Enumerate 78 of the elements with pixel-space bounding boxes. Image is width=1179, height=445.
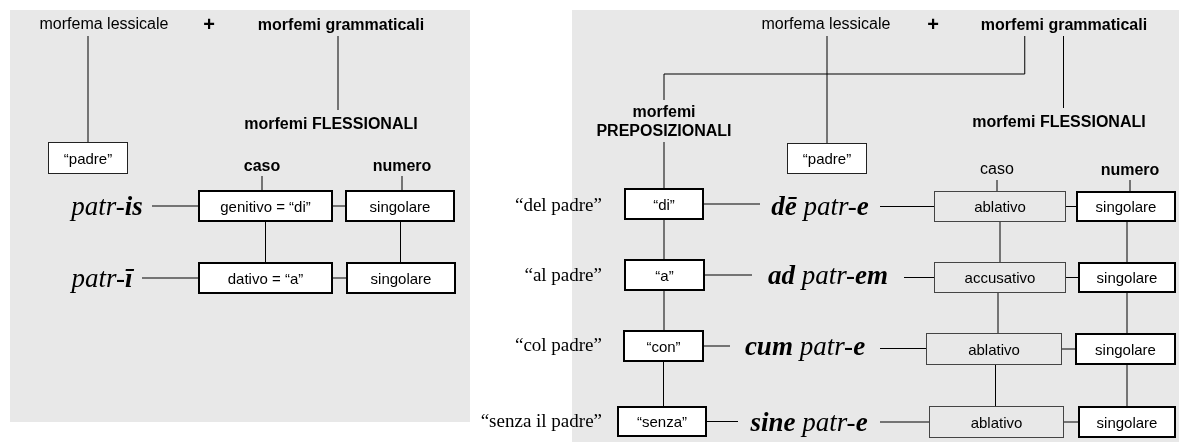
meaning-box: genitivo = “di” (198, 190, 333, 222)
connector-line (332, 205, 346, 207)
connector-line (1063, 421, 1079, 423)
translation-text: “al padre” (523, 263, 602, 287)
plus-sign: + (926, 11, 940, 37)
connector-line (663, 35, 1026, 101)
connector-line (261, 175, 263, 191)
connector-line (663, 141, 665, 189)
connector-line (999, 221, 1001, 263)
connector-line (1129, 179, 1131, 192)
translation-text: “senza il padre” (479, 409, 602, 433)
connector-line (332, 277, 347, 279)
plus-sign: + (202, 11, 216, 37)
connector-line (265, 221, 266, 263)
connector-line (1126, 292, 1128, 334)
connector-line (997, 292, 999, 334)
connector-line (401, 175, 403, 191)
connector-line (1061, 348, 1076, 350)
meaning-box: “senza” (617, 406, 707, 437)
case-box: ablativo (929, 406, 1064, 438)
connector-line (1065, 277, 1079, 278)
morpheme-label: morfemi PREPOSIZIONALI (578, 100, 750, 142)
connector-line (903, 277, 935, 278)
meaning-box: singolare (1076, 191, 1176, 222)
connector-line (879, 206, 935, 207)
translation-text: “del padre” (513, 193, 602, 217)
connector-line (704, 274, 753, 276)
morpheme-label: morfemi grammaticali (232, 12, 450, 36)
latin-word: patr-is (62, 188, 152, 224)
morpheme-label: morfemi FLESSIONALI (218, 110, 444, 136)
meaning-box: singolare (345, 190, 455, 222)
latin-word: patr-ī (62, 260, 142, 296)
meaning-box: “a” (624, 259, 705, 291)
meaning-box: “di” (624, 188, 704, 220)
meaning-box: singolare (346, 262, 456, 294)
latin-word: cum patr-e (730, 328, 880, 364)
connector-line (995, 364, 996, 407)
morpheme-label: morfema lessicale (741, 12, 911, 36)
morpheme-label: caso (970, 158, 1024, 180)
latin-word: sine patr-e (738, 404, 880, 440)
connector-line (703, 203, 761, 205)
case-box: accusativo (934, 262, 1066, 293)
connector-line (141, 277, 199, 279)
connector-line (1063, 35, 1064, 109)
meaning-box: “con” (623, 330, 704, 362)
connector-line (996, 179, 998, 192)
morpheme-label: morfema lessicale (20, 12, 188, 36)
meaning-box: dativo = “a” (198, 262, 333, 294)
connector-line (826, 35, 828, 144)
connector-line (337, 35, 339, 111)
morpheme-label: morfemi FLESSIONALI (946, 108, 1172, 134)
meaning-box: singolare (1078, 406, 1176, 438)
connector-line (663, 361, 664, 407)
connector-line (151, 205, 199, 207)
meaning-box: “padre” (48, 142, 128, 174)
case-box: ablativo (926, 333, 1062, 365)
connector-line (400, 221, 401, 263)
morpheme-label: numero (362, 154, 442, 176)
translation-text: “col padre” (513, 333, 602, 357)
meaning-box: “padre” (787, 143, 867, 174)
meaning-box: singolare (1075, 333, 1176, 365)
latin-word: dē patr-e (760, 188, 880, 224)
connector-line (1065, 206, 1077, 207)
connector-line (703, 345, 731, 347)
meaning-box: singolare (1078, 262, 1176, 293)
connector-line (1126, 221, 1128, 263)
case-box: ablativo (934, 191, 1066, 222)
connector-line (879, 348, 927, 349)
connector-line (663, 219, 665, 260)
morpheme-label: caso (236, 154, 288, 176)
connector-line (663, 290, 665, 331)
morpheme-label: numero (1090, 158, 1170, 180)
morpheme-label: morfemi grammaticali (955, 12, 1173, 36)
connector-line (879, 421, 930, 423)
latin-word: ad patr-em (752, 257, 904, 293)
connector-line (1126, 364, 1128, 407)
connector-line (87, 35, 89, 143)
connector-line (706, 421, 739, 422)
